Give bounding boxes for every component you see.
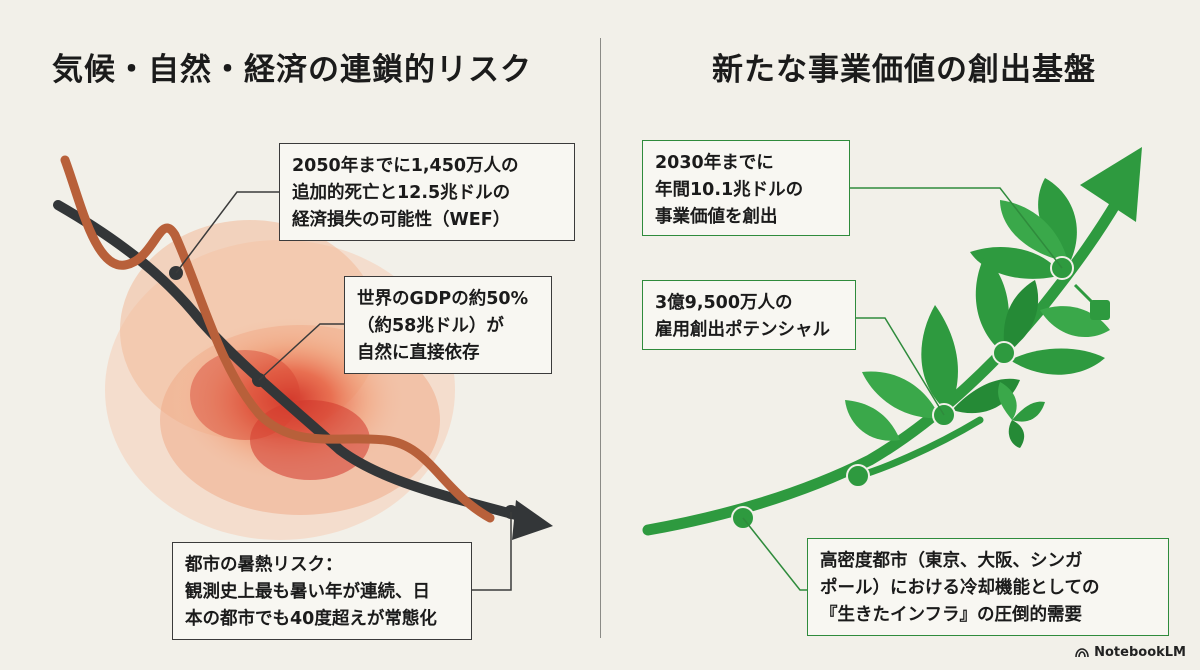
- callout-line: ポール）における冷却機能としての: [820, 578, 1100, 598]
- connector-line: [856, 317, 945, 416]
- growth-arrowhead-icon: [1080, 147, 1142, 222]
- callout-line: 2030年までに: [655, 153, 774, 173]
- connector-line: [472, 512, 512, 591]
- notebooklm-logo-icon: [1075, 647, 1089, 657]
- callout-gdp-dependence: 世界のGDPの約50% （約58兆ドル）が 自然に直接依存: [344, 276, 552, 374]
- callout-wef-loss: 2050年までに1,450万人の 追加的死亡と12.5兆ドルの 経済損失の可能性…: [279, 143, 575, 241]
- volatile-risk-line: [60, 155, 495, 523]
- left-panel-title: 気候・自然・経済の連鎖的リスク: [52, 52, 532, 88]
- trend-arrowhead-icon: [512, 500, 553, 540]
- callout-line: 観測史上最も暑い年が連続、日: [185, 582, 430, 602]
- connector-line: [258, 323, 346, 381]
- callout-line: 本の都市でも40度超えが常態化: [185, 609, 437, 629]
- callout-line: 3億9,500万人の: [655, 293, 793, 313]
- connector-line: [850, 187, 1063, 269]
- callout-line: 事業価値を創出: [655, 207, 778, 227]
- panel-divider: [600, 38, 601, 638]
- callout-line: 2050年までに1,450万人の: [292, 156, 519, 176]
- callout-line: 世界のGDPの約50%: [357, 289, 529, 309]
- callout-job-creation: 3億9,500万人の 雇用創出ポテンシャル: [642, 280, 856, 350]
- callout-urban-heat: 都市の暑熱リスク： 観測史上最も暑い年が連続、日 本の都市でも40度超えが常態化: [172, 542, 472, 640]
- heat-map-blob: [105, 220, 455, 540]
- connector-line: [175, 191, 281, 274]
- callout-line: 雇用創出ポテンシャル: [655, 320, 830, 340]
- callout-line: 年間10.1兆ドルの: [655, 180, 804, 200]
- growth-node: [992, 341, 1016, 365]
- callout-line: 高密度都市（東京、大阪、シンガ: [820, 551, 1083, 571]
- brand-label: NotebookLM: [1094, 645, 1186, 660]
- callout-line: 追加的死亡と12.5兆ドルの: [292, 183, 511, 203]
- callout-line: （約58兆ドル）が: [357, 316, 504, 336]
- leaf-icon: [845, 178, 1110, 448]
- callout-line: 経済損失の可能性（WEF）: [292, 210, 511, 230]
- notebooklm-brand: NotebookLM: [1075, 645, 1186, 660]
- declining-trend-line: [53, 200, 525, 521]
- connector-line: [742, 517, 808, 591]
- callout-living-infrastructure: 高密度都市（東京、大阪、シンガ ポール）における冷却機能としての 『生きたインフ…: [807, 538, 1169, 636]
- right-panel-title: 新たな事業価値の創出基盤: [712, 52, 1096, 88]
- callout-line: 『生きたインフラ』の圧倒的需要: [820, 605, 1082, 625]
- callout-line: 自然に直接依存: [357, 343, 480, 363]
- growth-node: [846, 464, 870, 488]
- callout-line: 都市の暑熱リスク：: [185, 555, 343, 575]
- callout-business-value: 2030年までに 年間10.1兆ドルの 事業価値を創出: [642, 140, 850, 236]
